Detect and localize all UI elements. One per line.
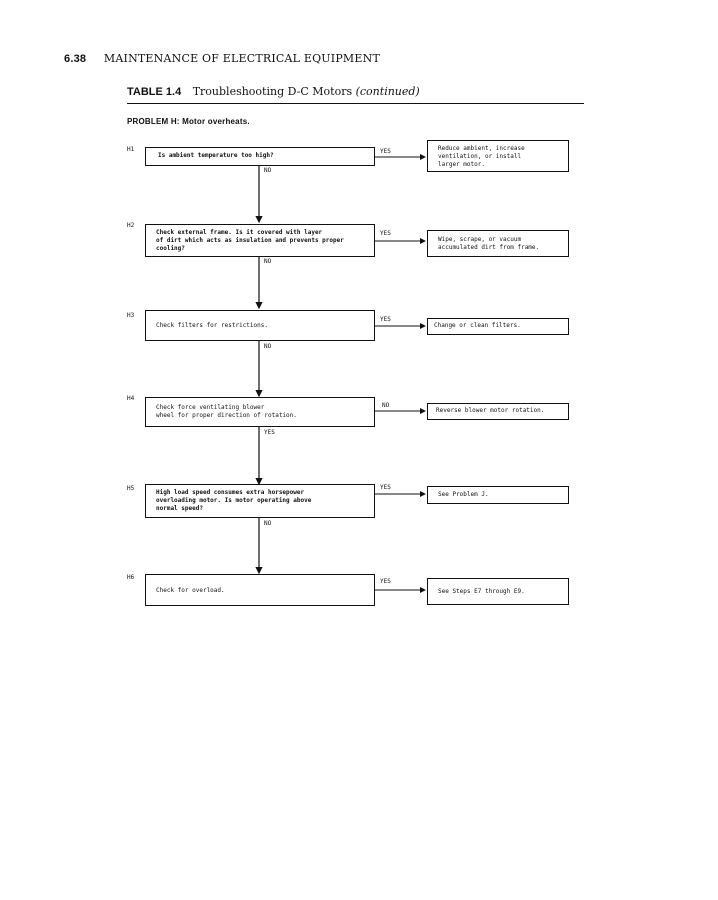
- step-id: H1: [127, 146, 135, 153]
- problem-name: Motor overheats.: [182, 117, 250, 126]
- action-box: Reverse blower motor rotation.: [427, 403, 569, 420]
- next-label: NO: [264, 343, 272, 350]
- branch-label: NO: [382, 402, 390, 409]
- branch-label: YES: [380, 148, 391, 155]
- question-box: Check force ventilating blower wheel for…: [145, 397, 375, 427]
- table-label: TABLE 1.4: [127, 86, 182, 98]
- action-box: Wipe, scrape, or vacuum accumulated dirt…: [427, 230, 569, 257]
- problem-heading: PROBLEM H: Motor overheats.: [127, 117, 250, 126]
- branch-label: YES: [380, 316, 391, 323]
- question-box: Check external frame. Is it covered with…: [145, 224, 375, 257]
- next-label: NO: [264, 520, 272, 527]
- table-title: TABLE 1.4 Troubleshooting D-C Motors (co…: [127, 85, 420, 98]
- action-box: Change or clean filters.: [427, 318, 569, 335]
- step-id: H6: [127, 574, 135, 581]
- page-header: 6.38 MAINTENANCE OF ELECTRICAL EQUIPMENT: [64, 52, 380, 65]
- problem-label: PROBLEM H:: [127, 117, 180, 126]
- question-box: Check filters for restrictions.: [145, 310, 375, 341]
- action-box: See Problem J.: [427, 486, 569, 504]
- running-title: MAINTENANCE OF ELECTRICAL EQUIPMENT: [103, 52, 380, 65]
- title-rule: [127, 103, 584, 104]
- table-caption: Troubleshooting D-C Motors: [192, 85, 353, 98]
- branch-label: YES: [380, 230, 391, 237]
- step-id: H3: [127, 312, 135, 319]
- action-box: Reduce ambient, increase ventilation, or…: [427, 140, 569, 172]
- question-box: Check for overload.: [145, 574, 375, 606]
- action-box: See Steps E7 through E9.: [427, 578, 569, 605]
- step-id: H4: [127, 395, 135, 402]
- branch-label: YES: [380, 484, 391, 491]
- next-label: YES: [264, 429, 275, 436]
- step-id: H5: [127, 485, 135, 492]
- step-id: H2: [127, 222, 135, 229]
- next-label: NO: [264, 258, 272, 265]
- branch-label: YES: [380, 578, 391, 585]
- question-box: High load speed consumes extra horsepowe…: [145, 484, 375, 518]
- table-continued: (continued): [355, 85, 420, 98]
- question-box: Is ambient temperature too high?: [145, 147, 375, 166]
- next-label: NO: [264, 167, 272, 174]
- page-number: 6.38: [64, 53, 87, 65]
